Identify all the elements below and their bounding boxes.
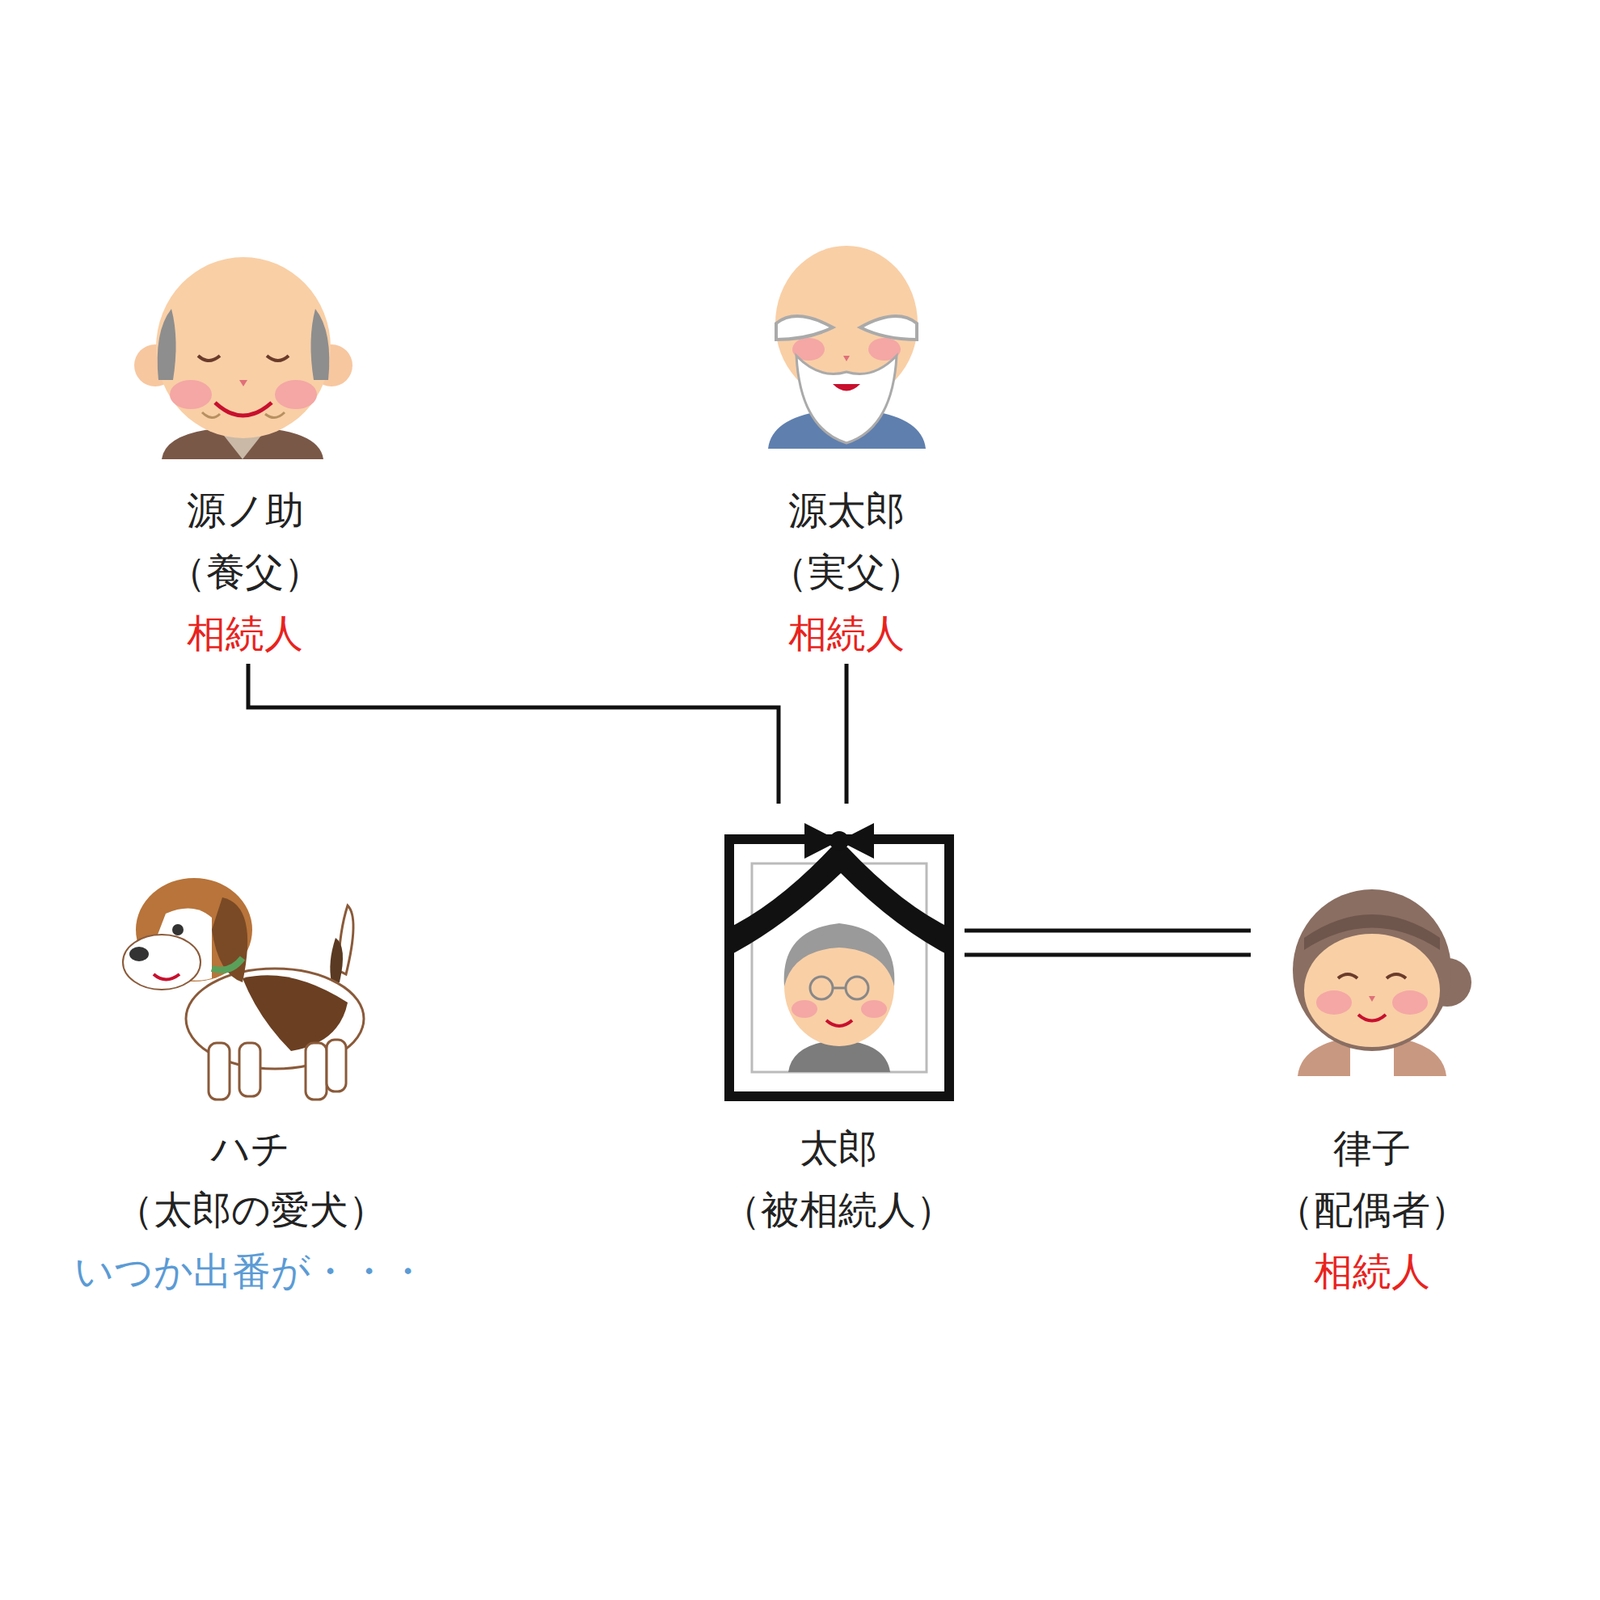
connector-stroke [964,953,1251,958]
status-label: 相続人 [788,602,905,664]
parent-line [248,663,779,804]
connector-stroke [964,928,1251,933]
person-name: 律子 [1333,1117,1411,1179]
biological-father-figure [768,245,926,449]
person-node: 太郎（被相続人） [712,803,965,1241]
person-node: ハチ（太郎の愛犬）いつか出番が・・・ [32,865,469,1302]
relation-label: （養父） [167,540,323,603]
person-name: 源太郎 [788,479,905,541]
marriage-line [964,930,1251,955]
person-name: 太郎 [799,1117,878,1179]
relation-label: （配偶者） [1274,1178,1470,1241]
person-node: 源ノ助（養父）相続人 [123,260,367,664]
status-label: 相続人 [1313,1240,1431,1302]
dog-figure [122,878,364,1100]
adoptive-father-figure [134,257,353,460]
relation-label: （被相続人） [721,1178,955,1241]
person-name: 源ノ助 [186,479,304,541]
status-label: いつか出番が・・・ [74,1240,427,1302]
spouse-figure [1292,889,1472,1077]
relation-label: （実父） [768,540,925,603]
connector-stroke [844,663,849,804]
person-node: 律子（配偶者）相続人 [1250,881,1494,1302]
connector-stroke [248,663,779,804]
parent-line [846,663,848,804]
memorial-portrait [724,823,955,1097]
status-label: 相続人 [186,602,304,664]
relation-label: （太郎の愛犬） [114,1178,388,1241]
person-name: ハチ [211,1117,291,1179]
person-node: 源太郎（実父）相続人 [725,254,968,664]
